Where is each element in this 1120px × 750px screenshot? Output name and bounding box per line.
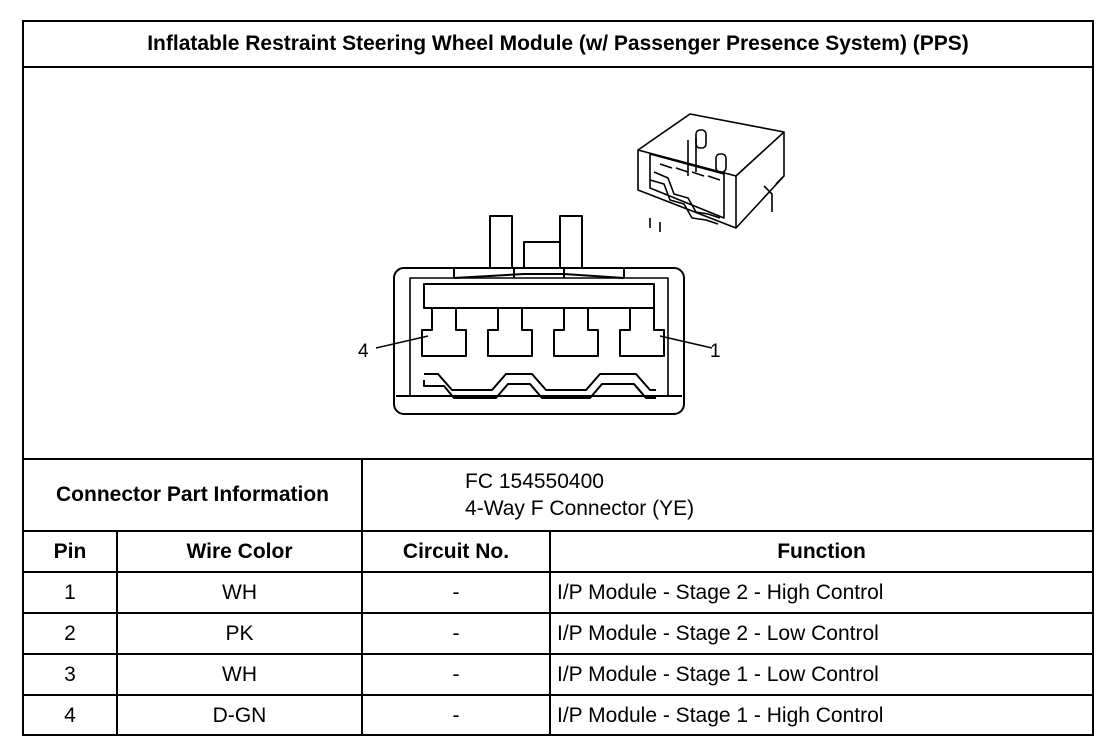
column-header-wire-color: Wire Color: [115, 530, 364, 573]
pin-cell: 1: [24, 571, 118, 614]
wire-color-cell: PK: [115, 612, 364, 655]
table-row: 1 WH - I/P Module - Stage 2 - High Contr…: [24, 571, 1093, 614]
wire-color-cell: WH: [115, 653, 364, 696]
wire-color-cell: D-GN: [115, 694, 364, 735]
function-cell: I/P Module - Stage 1 - Low Control: [549, 653, 1093, 696]
function-cell: I/P Module - Stage 2 - High Control: [549, 571, 1093, 614]
function-cell: I/P Module - Stage 2 - Low Control: [549, 612, 1093, 655]
connector-diagram: 4 1: [358, 113, 785, 415]
table-row: 2 PK - I/P Module - Stage 2 - Low Contro…: [24, 612, 1093, 655]
connector-description: 4-Way F Connector (YE): [465, 497, 695, 520]
connector-part-number: FC 154550400: [465, 470, 604, 493]
connector-info-value: FC 154550400 4-Way F Connector (YE): [361, 460, 1093, 532]
pin-cell: 2: [24, 612, 118, 655]
connector-isometric-view: [637, 113, 785, 232]
circuit-cell: -: [361, 571, 552, 614]
connector-face-view: [375, 215, 713, 415]
table-row: 3 WH - I/P Module - Stage 1 - Low Contro…: [24, 653, 1093, 696]
table-header-row: Pin Wire Color Circuit No. Function: [24, 530, 1093, 573]
connector-info-row: Connector Part Information FC 154550400 …: [24, 460, 1093, 532]
connector-sheet: Inflatable Restraint Steering Wheel Modu…: [22, 20, 1094, 736]
circuit-cell: -: [361, 694, 552, 735]
circuit-cell: -: [361, 653, 552, 696]
pin-cell: 4: [24, 694, 118, 735]
table-row: 4 D-GN - I/P Module - Stage 1 - High Con…: [24, 694, 1093, 735]
page-title: Inflatable Restraint Steering Wheel Modu…: [24, 22, 1092, 68]
circuit-cell: -: [361, 612, 552, 655]
connector-figure: 4 1: [24, 68, 1092, 460]
connector-info-label: Connector Part Information: [24, 460, 364, 532]
column-header-function: Function: [549, 530, 1093, 573]
pin-label-1: 1: [710, 341, 721, 362]
function-cell: I/P Module - Stage 1 - High Control: [549, 694, 1093, 735]
column-header-circuit-no: Circuit No.: [361, 530, 552, 573]
column-header-pin: Pin: [24, 530, 118, 573]
pin-label-4: 4: [358, 341, 369, 362]
pinout-table: Connector Part Information FC 154550400 …: [24, 460, 1093, 735]
wire-color-cell: WH: [115, 571, 364, 614]
pin-cell: 3: [24, 653, 118, 696]
